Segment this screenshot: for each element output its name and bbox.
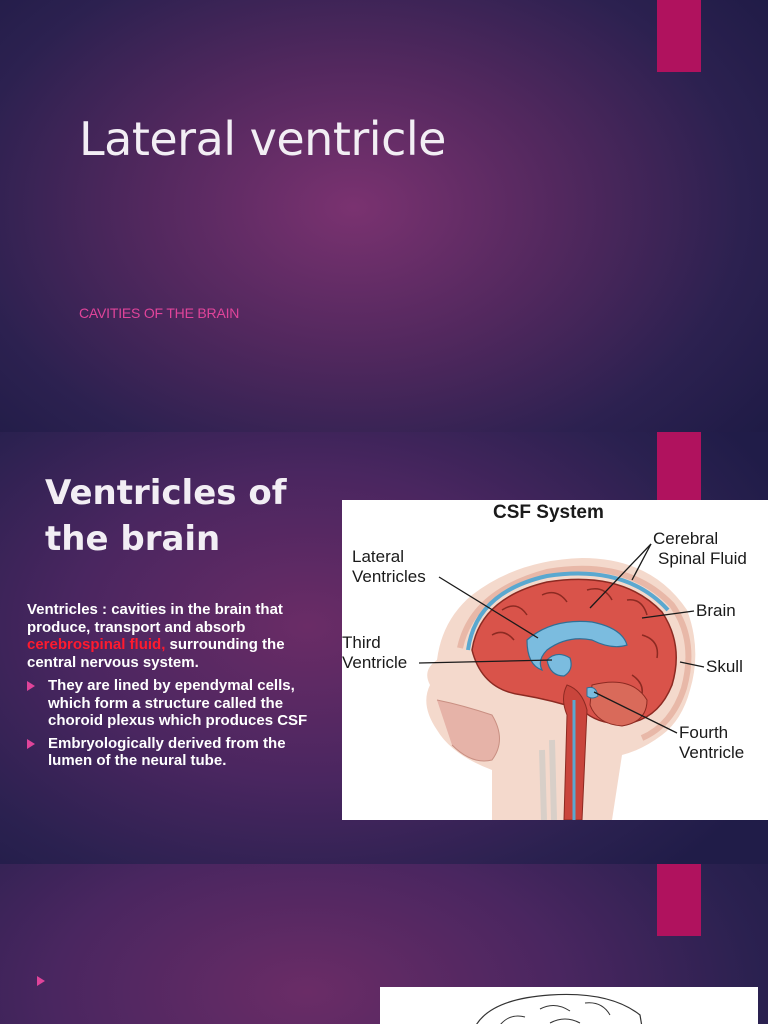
leader-line xyxy=(631,543,652,581)
intro-paragraph: Ventricles : cavities in the brain that … xyxy=(27,601,332,671)
brain-folds-shape xyxy=(500,1002,611,1024)
intro-highlight: cerebrospinal fluid, xyxy=(27,636,166,653)
label-fourth-ventricle: Fourth xyxy=(679,723,728,742)
label-third-ventricle: Ventricle xyxy=(342,653,407,672)
label-third-ventricle: Third xyxy=(342,633,381,652)
list-item: Embryologically derived from the lumen o… xyxy=(27,735,332,770)
bullet-bold: neural tube xyxy=(141,752,223,769)
bullet-bold: the choroid plexus xyxy=(48,694,284,730)
label-brain: Brain xyxy=(696,601,736,620)
list-item: They are lined by ependymal cells, which… xyxy=(27,677,332,730)
intro-bold: cavities in the brain that produce, xyxy=(27,601,283,636)
accent-bar xyxy=(657,432,701,504)
label-cerebral-spinal-fluid: Cerebral xyxy=(653,529,718,548)
leader-line xyxy=(641,610,695,619)
label-lateral-ventricles: Ventricles xyxy=(352,567,426,586)
label-lateral-ventricles: Lateral xyxy=(352,547,404,566)
third-ventricle-shape xyxy=(546,653,572,677)
spine-shape xyxy=(539,739,557,820)
accent-bar xyxy=(657,0,701,72)
brain-sketch-svg xyxy=(476,993,643,1024)
slide-body: Ventricles : cavities in the brain that … xyxy=(27,601,332,775)
intro-text-2: surrounding the central nervous system. xyxy=(27,636,285,671)
label-cerebral-spinal-fluid: Spinal Fluid xyxy=(658,549,747,568)
leader-line xyxy=(679,661,705,668)
mouth-area-shape xyxy=(436,699,500,762)
bullet-text: They are lined by ependymal cells, which… xyxy=(48,677,295,712)
gyri-shape xyxy=(491,588,659,701)
triangle-bullet-icon xyxy=(27,681,35,691)
fourth-ventricle-shape xyxy=(586,686,599,699)
csf-system-diagram: CSF System Lateral Ventricles Third Vent… xyxy=(342,500,768,820)
slide-partial xyxy=(0,864,768,1024)
diagram-title: CSF System xyxy=(493,502,604,523)
accent-bar xyxy=(657,864,701,936)
leader-line xyxy=(438,576,539,639)
slide-title-heading: Lateral ventricle xyxy=(79,112,446,166)
bullet-text: Embryologically derived from the lumen o… xyxy=(48,734,286,770)
intro-lead: Ventricles : xyxy=(27,601,112,618)
heading-line-1: Ventricles of xyxy=(45,473,287,513)
skull-shape xyxy=(457,565,692,741)
slide-title: Lateral ventricle CAVITIES OF THE BRAIN xyxy=(0,0,768,432)
brain-outline-shape xyxy=(476,993,643,1024)
intro-text-1: transport and absorb xyxy=(90,618,246,636)
slide-subtitle: CAVITIES OF THE BRAIN xyxy=(79,305,240,321)
triangle-bullet-icon xyxy=(37,976,45,986)
brain-sketch-image xyxy=(380,987,758,1024)
bullet-text: which produces CSF xyxy=(154,712,308,729)
lateral-ventricles-shape xyxy=(526,620,628,672)
heading-line-2: the brain xyxy=(45,519,221,559)
label-skull: Skull xyxy=(706,657,743,676)
bullet-text: . xyxy=(222,752,227,769)
label-fourth-ventricle: Ventricle xyxy=(679,743,744,762)
leader-line xyxy=(589,543,652,609)
leader-line xyxy=(593,691,678,734)
csf-diagram-svg: CSF System Lateral Ventricles Third Vent… xyxy=(342,502,747,820)
bullet-list: They are lined by ependymal cells, which… xyxy=(27,677,332,770)
triangle-bullet-icon xyxy=(27,738,35,749)
slide-ventricles: Ventricles of the brain Ventricles : cav… xyxy=(0,432,768,864)
leader-line xyxy=(418,659,553,664)
leader-lines xyxy=(418,543,705,734)
slide-heading: Ventricles of the brain xyxy=(45,470,325,562)
csf-layer-shape xyxy=(466,571,670,651)
